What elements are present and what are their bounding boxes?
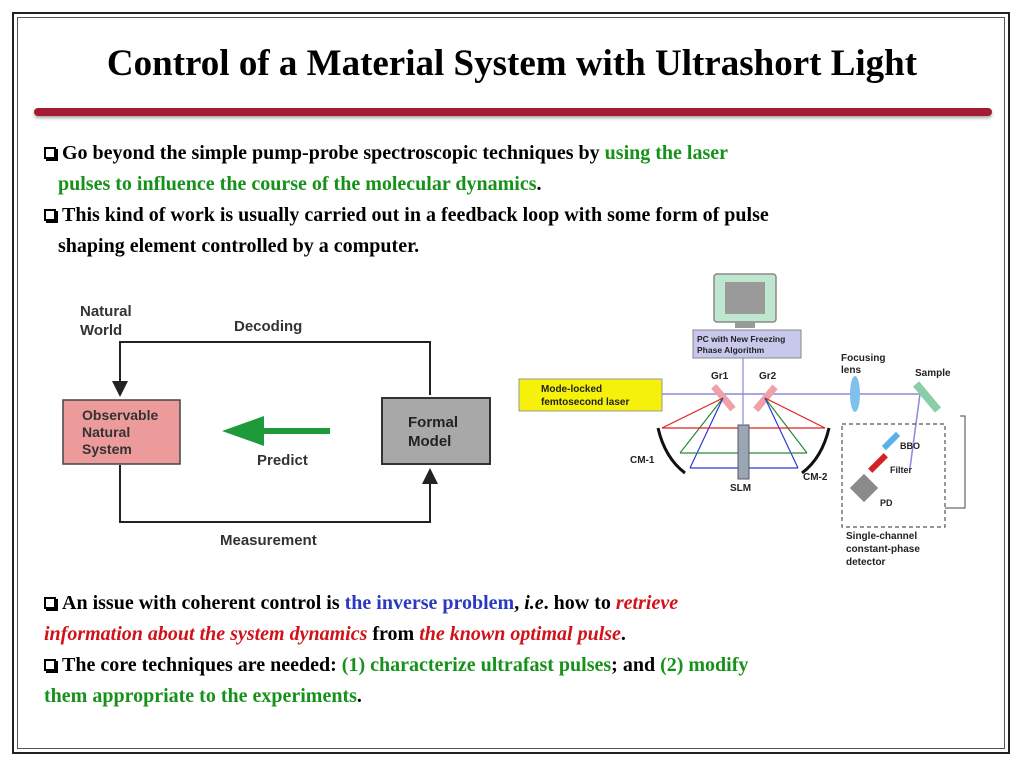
checkbox-bullet-icon bbox=[44, 147, 56, 159]
slm-label: SLM bbox=[730, 483, 751, 494]
slide-outer-frame bbox=[12, 12, 1010, 754]
top-bullets: Go beyond the simple pump-probe spectros… bbox=[44, 138, 994, 262]
predict-arrow-icon bbox=[222, 416, 330, 446]
laser-label-1: Mode-locked bbox=[541, 384, 602, 395]
formal-model-box bbox=[381, 397, 491, 465]
observable-system-box bbox=[62, 399, 181, 465]
gr1-label: Gr1 bbox=[711, 371, 729, 382]
natural-world-label: Natural bbox=[80, 303, 132, 320]
photodiode-icon bbox=[849, 473, 879, 503]
feedback-loop-diagram: Natural World Decoding Observable Natura… bbox=[62, 303, 491, 549]
observable-label-1: Observable bbox=[82, 407, 158, 423]
natural-world-label-2: World bbox=[80, 322, 122, 339]
checkbox-bullet-icon bbox=[44, 659, 56, 671]
formal-label-1: Formal bbox=[408, 414, 458, 431]
decoding-path bbox=[119, 341, 431, 395]
bullet-1-line-2: pulses to influence the course of the mo… bbox=[58, 173, 542, 195]
predict-label: Predict bbox=[257, 452, 308, 469]
measurement-label: Measurement bbox=[220, 532, 317, 549]
cm2-label: CM-2 bbox=[803, 472, 828, 483]
checkbox-bullet-icon bbox=[44, 597, 56, 609]
pc-label-2: Phase Algorithm bbox=[697, 345, 765, 355]
sample-label: Sample bbox=[915, 368, 951, 379]
decoding-label: Decoding bbox=[234, 318, 302, 335]
bbo-crystal bbox=[881, 431, 901, 451]
focusing-lens-icon bbox=[850, 376, 860, 412]
sample-element bbox=[913, 381, 941, 413]
pc-algorithm-box bbox=[692, 329, 802, 359]
cm1-label: CM-1 bbox=[630, 455, 655, 466]
detector-label-2: constant-phase bbox=[846, 544, 920, 555]
bbo-label: BBO bbox=[900, 441, 920, 451]
curved-mirror-cm1 bbox=[656, 427, 686, 475]
bullet-1-line-1: Go beyond the simple pump-probe spectros… bbox=[44, 138, 994, 169]
detector-box bbox=[841, 423, 946, 528]
measurement-path bbox=[119, 465, 431, 523]
bullet-4-line-2: them appropriate to the experiments. bbox=[44, 685, 362, 707]
grating-gr1 bbox=[711, 383, 736, 412]
detector-label-3: detector bbox=[846, 557, 886, 568]
filter-element bbox=[868, 453, 888, 473]
bullet-2-line-2: shaping element controlled by a computer… bbox=[58, 235, 420, 257]
detector-label-1: Single-channel bbox=[846, 531, 917, 542]
pc-label-1: PC with New Freezing bbox=[697, 334, 785, 344]
pd-label: PD bbox=[880, 498, 893, 508]
monitor-screen bbox=[725, 282, 765, 314]
filter-label: Filter bbox=[890, 465, 913, 475]
observable-label-3: System bbox=[82, 441, 132, 457]
checkbox-bullet-icon bbox=[44, 209, 56, 221]
bottom-bullets: An issue with coherent control is the in… bbox=[44, 588, 994, 712]
bullet-4-line-1: The core techniques are needed: (1) char… bbox=[44, 650, 994, 681]
beam-to-detector bbox=[909, 393, 921, 469]
monitor-stand bbox=[735, 322, 755, 328]
bullet-3-line-2: information about the system dynamics fr… bbox=[44, 623, 626, 645]
slide-inner-frame bbox=[17, 17, 1005, 749]
bullet-2-line-1: This kind of work is usually carried out… bbox=[44, 200, 994, 231]
curved-mirror-cm2 bbox=[801, 427, 831, 475]
title-underline-bar bbox=[34, 108, 992, 116]
focusing-label-2: lens bbox=[841, 365, 861, 376]
slm-element bbox=[737, 424, 750, 480]
laser-label-2: femtosecond laser bbox=[541, 397, 629, 408]
formal-label-2: Model bbox=[408, 433, 451, 450]
observable-label-2: Natural bbox=[82, 424, 130, 440]
slide-title: Control of a Material System with Ultras… bbox=[106, 43, 918, 84]
gr2-label: Gr2 bbox=[759, 371, 777, 382]
detector-feedback-line bbox=[945, 415, 966, 509]
optical-setup-diagram: PC with New Freezing Phase Algorithm Mod… bbox=[518, 273, 966, 568]
bullet-3-line-1: An issue with coherent control is the in… bbox=[44, 588, 994, 619]
focusing-label-1: Focusing bbox=[841, 353, 885, 364]
laser-box bbox=[518, 378, 663, 412]
